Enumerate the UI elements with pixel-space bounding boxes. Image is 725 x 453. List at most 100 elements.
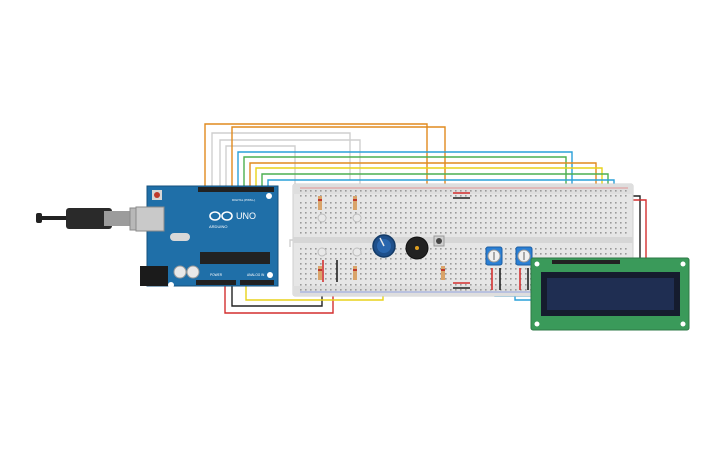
breadboard-hole	[465, 202, 467, 204]
resistor[interactable]	[318, 196, 322, 210]
breadboard-hole	[355, 212, 357, 214]
analog-label: ANALOG IN	[247, 273, 265, 277]
resistor[interactable]	[353, 196, 357, 210]
breadboard-hole	[320, 284, 322, 286]
breadboard-hole	[330, 263, 332, 265]
breadboard-hole	[525, 217, 527, 219]
breadboard-hole	[330, 278, 332, 280]
breadboard-hole	[510, 212, 512, 214]
breadboard-hole	[365, 258, 367, 260]
breadboard-hole	[410, 232, 412, 234]
breadboard-hole	[375, 195, 377, 197]
breadboard-hole	[610, 195, 612, 197]
breadboard-hole	[310, 190, 312, 192]
breadboard-hole	[340, 248, 342, 250]
breadboard-hole	[570, 202, 572, 204]
breadboard-hole	[430, 217, 432, 219]
breadboard-hole	[615, 195, 617, 197]
reset-button[interactable]	[152, 190, 162, 200]
breadboard-hole	[605, 217, 607, 219]
trimmer-2[interactable]	[515, 246, 533, 266]
breadboard-hole	[335, 207, 337, 209]
breadboard-hole	[450, 217, 452, 219]
breadboard-hole	[610, 217, 612, 219]
breadboard-hole	[515, 273, 517, 275]
breadboard-hole	[615, 217, 617, 219]
breadboard-hole	[390, 195, 392, 197]
led[interactable]	[352, 213, 362, 223]
breadboard-hole	[435, 227, 437, 229]
breadboard-hole	[365, 227, 367, 229]
pushbutton[interactable]	[433, 235, 445, 247]
breadboard-hole	[555, 190, 557, 192]
breadboard-hole	[475, 202, 477, 204]
breadboard-hole	[540, 202, 542, 204]
breadboard-hole	[530, 212, 532, 214]
breadboard-hole	[455, 222, 457, 224]
breadboard-hole	[365, 289, 367, 291]
breadboard-hole	[445, 253, 447, 255]
breadboard-hole	[360, 227, 362, 229]
breadboard-hole	[455, 212, 457, 214]
breadboard-hole	[330, 289, 332, 291]
breadboard-hole	[385, 284, 387, 286]
breadboard-hole	[565, 195, 567, 197]
breadboard-hole	[500, 202, 502, 204]
wire-orange-2[interactable]	[231, 126, 446, 212]
arduino-uno-board[interactable]: UNO ARDUINO DIGITAL (PWM~) POWER ANALOG …	[135, 185, 279, 288]
resistor[interactable]	[353, 266, 357, 280]
trimmer-1[interactable]	[485, 246, 503, 266]
breadboard-hole	[350, 284, 352, 286]
breadboard-hole	[570, 217, 572, 219]
breadboard-hole	[580, 248, 582, 250]
breadboard-hole	[435, 284, 437, 286]
breadboard-hole	[475, 207, 477, 209]
breadboard-hole	[610, 253, 612, 255]
breadboard-hole	[570, 212, 572, 214]
breadboard-hole	[475, 222, 477, 224]
breadboard-hole	[520, 207, 522, 209]
breadboard-hole	[385, 190, 387, 192]
breadboard-hole	[605, 227, 607, 229]
mounting-hole	[266, 193, 272, 199]
breadboard-hole	[555, 222, 557, 224]
lcd-16x2[interactable]	[530, 257, 690, 331]
breadboard-hole	[365, 278, 367, 280]
breadboard-hole	[435, 207, 437, 209]
resistor[interactable]	[318, 266, 322, 280]
breadboard-hole	[405, 258, 407, 260]
breadboard-hole	[430, 248, 432, 250]
led[interactable]	[317, 247, 327, 257]
piezo-buzzer[interactable]	[405, 236, 429, 260]
breadboard-hole	[365, 202, 367, 204]
breadboard-hole	[435, 268, 437, 270]
breadboard-hole	[420, 222, 422, 224]
breadboard-hole	[440, 212, 442, 214]
lcd-screen	[547, 278, 674, 310]
breadboard-hole	[465, 195, 467, 197]
breadboard-hole	[565, 222, 567, 224]
led[interactable]	[352, 247, 362, 257]
breadboard-hole	[300, 227, 302, 229]
breadboard-hole	[430, 278, 432, 280]
breadboard-hole	[310, 289, 312, 291]
breadboard-hole	[365, 212, 367, 214]
breadboard-hole	[615, 227, 617, 229]
potentiometer-knob[interactable]	[372, 234, 396, 258]
breadboard-hole	[460, 248, 462, 250]
breadboard-hole	[340, 289, 342, 291]
breadboard-hole	[345, 202, 347, 204]
breadboard-hole	[390, 284, 392, 286]
breadboard-hole	[315, 232, 317, 234]
breadboard-hole	[400, 217, 402, 219]
resistor[interactable]	[441, 266, 445, 280]
led[interactable]	[317, 213, 327, 223]
breadboard-hole	[525, 202, 527, 204]
wire-red-power[interactable]	[224, 282, 334, 314]
breadboard-hole	[555, 202, 557, 204]
breadboard-hole	[325, 222, 327, 224]
breadboard-hole	[615, 190, 617, 192]
breadboard-hole	[315, 212, 317, 214]
breadboard-hole	[455, 248, 457, 250]
breadboard-hole	[515, 232, 517, 234]
